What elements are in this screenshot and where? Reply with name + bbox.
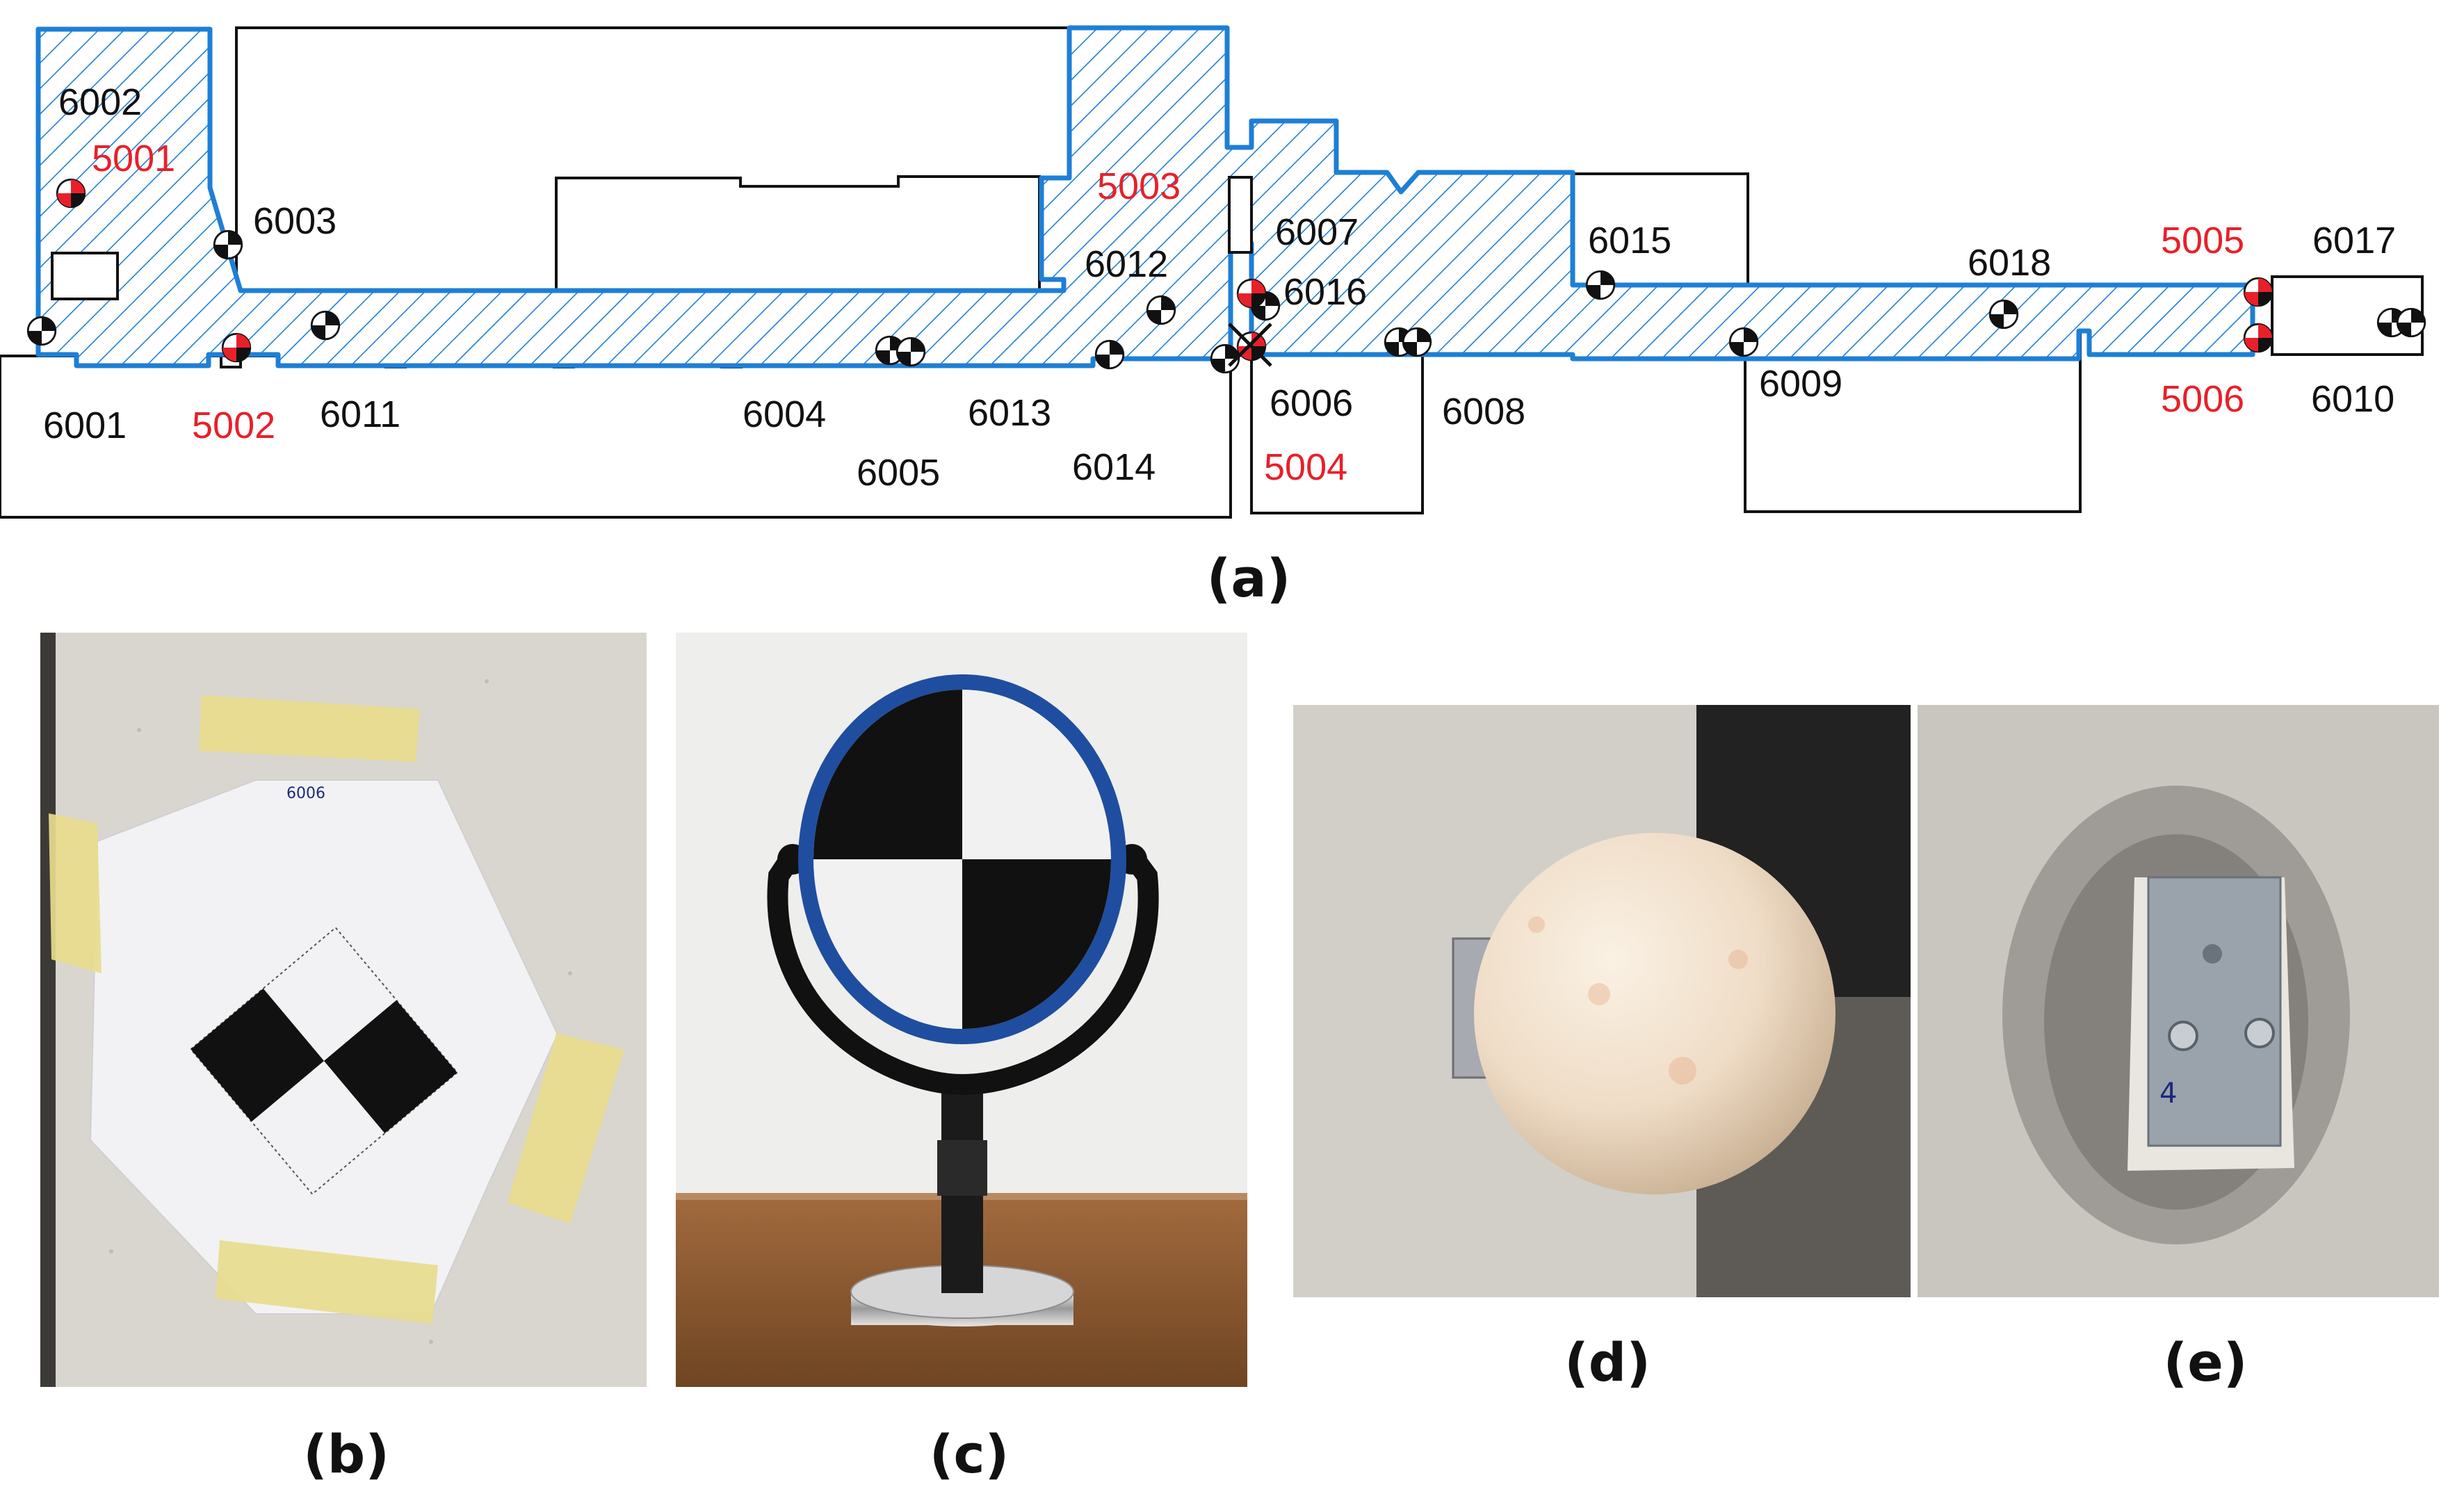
label-6007: 6007 <box>1275 211 1359 253</box>
floor-plan: 6001 6002 6003 6004 6005 6006 6007 6008 … <box>0 25 2426 609</box>
red-targets <box>56 178 2273 367</box>
label-5001: 5001 <box>92 138 175 179</box>
tape-strips <box>49 695 624 1324</box>
label-5003: 5003 <box>1097 165 1181 207</box>
label-5006: 5006 <box>2161 378 2244 420</box>
label-6001: 6001 <box>43 405 127 446</box>
label-6018: 6018 <box>1968 242 2051 284</box>
label-6016: 6016 <box>1283 271 1367 313</box>
label-6003: 6003 <box>253 200 337 242</box>
label-5002: 5002 <box>192 405 275 446</box>
label-6011: 6011 <box>320 393 400 435</box>
checker-pattern-icon <box>189 926 459 1196</box>
checker-disc-icon <box>813 690 1111 1029</box>
caption-a: (a) <box>1207 547 1291 609</box>
label-6009: 6009 <box>1759 363 1842 405</box>
label-5005: 5005 <box>2161 220 2244 261</box>
caption-b: (b) <box>303 1423 389 1485</box>
label-6008: 6008 <box>1442 391 1525 432</box>
label-6004: 6004 <box>743 393 826 435</box>
red-target-labels: 5001 5002 5003 5004 5005 5006 <box>92 138 2244 488</box>
label-6010: 6010 <box>2311 378 2394 420</box>
photo-c-tilting-target: (c) <box>676 633 1247 1485</box>
label-6005: 6005 <box>857 452 940 494</box>
caption-d: (d) <box>1564 1331 1651 1393</box>
plate-label: 4 <box>2159 1078 2177 1110</box>
black-target-labels: 6001 6002 6003 6004 6005 6006 6007 6008 … <box>43 81 2396 494</box>
paper-target-label: 6006 <box>286 785 325 802</box>
label-6014: 6014 <box>1072 446 1156 488</box>
photo-e-mounting-plate: 4 (e) <box>1918 705 2439 1393</box>
caption-e: (e) <box>2163 1331 2247 1393</box>
label-6015: 6015 <box>1588 220 1671 261</box>
label-6002: 6002 <box>58 81 142 123</box>
label-6017: 6017 <box>2312 220 2396 261</box>
label-6013: 6013 <box>968 392 1051 434</box>
photo-d-sphere-target: (d) <box>1293 705 1911 1393</box>
photo-b-paper-target: 6006 (b) <box>40 633 647 1485</box>
label-6012: 6012 <box>1085 243 1168 285</box>
label-5004: 5004 <box>1264 446 1347 488</box>
caption-c: (c) <box>930 1423 1010 1485</box>
label-6006: 6006 <box>1270 382 1353 424</box>
